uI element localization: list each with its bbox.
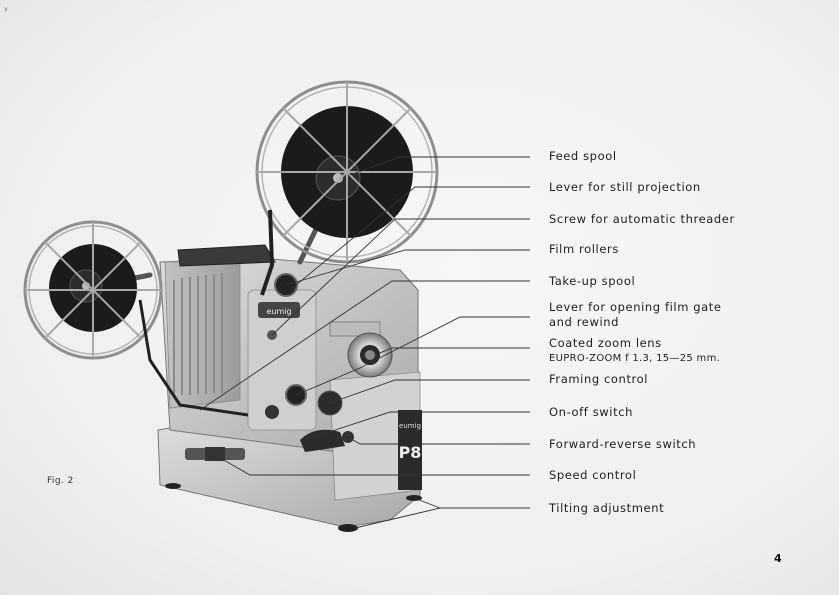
label-zoom-lens-line2: EUPRO-ZOOM f 1.3, 15—25 mm. <box>549 351 720 366</box>
plate-model: P8 <box>399 443 422 462</box>
gate-lever <box>265 405 279 419</box>
feed-reel <box>257 82 437 262</box>
label-speed-control: Speed control <box>549 468 636 483</box>
label-zoom-lens: Coated zoom lens EUPRO-ZOOM f 1.3, 15—25… <box>549 336 720 366</box>
figure-label: Fig. 2 <box>47 476 74 486</box>
page-number: 4 <box>774 552 782 565</box>
plate-logo: eumig <box>399 422 421 430</box>
label-film-gate-lever-line1: Lever for opening film gate <box>549 300 722 315</box>
gate-logo: eumig <box>266 307 291 316</box>
label-film-gate-lever: Lever for opening film gate and rewind <box>549 300 722 330</box>
foot-left <box>165 483 181 489</box>
label-threader-screw: Screw for automatic threader <box>549 212 735 227</box>
label-framing-control: Framing control <box>549 372 648 387</box>
label-feed-spool: Feed spool <box>549 149 617 164</box>
label-zoom-lens-line1: Coated zoom lens <box>549 336 720 351</box>
label-forward-reverse-switch: Forward-reverse switch <box>549 437 696 452</box>
take-up-reel <box>25 222 161 358</box>
label-take-up-spool: Take-up spool <box>549 274 635 289</box>
label-film-gate-lever-line2: and rewind <box>549 315 722 330</box>
lamp-housing-top <box>178 245 275 266</box>
label-still-projection-lever: Lever for still projection <box>549 180 701 195</box>
label-tilting-adjustment: Tilting adjustment <box>549 501 664 516</box>
label-film-rollers: Film rollers <box>549 242 619 257</box>
label-on-off-switch: On-off switch <box>549 405 633 420</box>
cooling-vents <box>174 273 222 395</box>
